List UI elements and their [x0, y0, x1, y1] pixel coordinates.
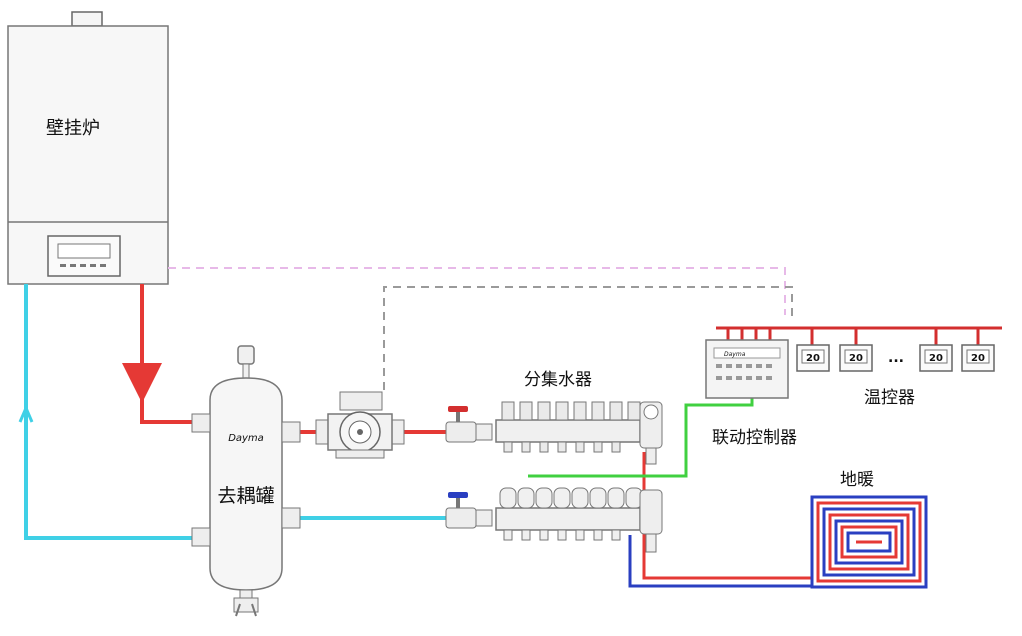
- actuator-wire: [528, 398, 754, 478]
- supply-pipe-tank-inlet: [140, 388, 192, 424]
- thermostat-1: 20: [796, 344, 830, 372]
- thermostat-2: 20: [839, 344, 873, 372]
- return-manifold: [495, 487, 663, 553]
- circulation-pump: [315, 391, 405, 459]
- manifold-label: 分集水器: [524, 370, 592, 390]
- thermostat-3: 20: [919, 344, 953, 372]
- thermostat-3-display: 20: [929, 353, 943, 364]
- wall-boiler: 壁挂炉: [7, 11, 169, 285]
- controller-brand-logo: Dayma: [724, 351, 746, 358]
- decoupling-tank: Dayma 去耦罐: [191, 345, 301, 617]
- thermostat-label: 温控器: [864, 388, 915, 408]
- return-flow-arrow: [18, 404, 34, 423]
- return-ball-valve: [445, 492, 493, 529]
- thermostat-ellipsis: ...: [888, 350, 904, 366]
- tank-label: 去耦罐: [217, 485, 274, 507]
- thermostat-1-display: 20: [806, 353, 820, 364]
- floor-heating-coil: [810, 495, 928, 589]
- thermostat-4-display: 20: [971, 353, 985, 364]
- boiler-label: 壁挂炉: [46, 118, 100, 139]
- thermostat-2-display: 20: [849, 353, 863, 364]
- controller-label: 联动控制器: [712, 428, 797, 448]
- floor-heating-label: 地暖: [840, 470, 874, 490]
- boiler-signal-line: [168, 267, 786, 315]
- thermostat-4: 20: [961, 344, 995, 372]
- floor-return-pipe: [628, 535, 812, 588]
- floor-supply-pipe: [642, 452, 812, 580]
- thermostat-bus: [716, 326, 1002, 345]
- return-pipe-boiler: [24, 284, 192, 540]
- supply-ball-valve: [445, 406, 493, 443]
- linkage-controller: Dayma: [705, 339, 789, 399]
- tank-brand-logo: Dayma: [228, 433, 264, 444]
- supply-manifold: [495, 401, 663, 465]
